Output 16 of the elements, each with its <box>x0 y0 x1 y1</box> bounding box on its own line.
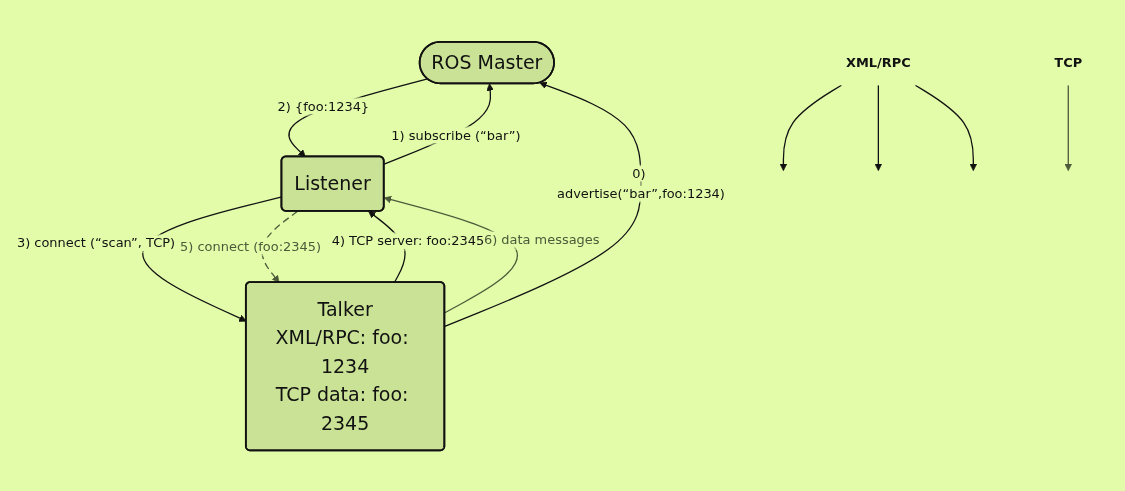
edge-label: 5) connect (foo:2345) <box>180 238 322 255</box>
arrow <box>1064 84 1073 172</box>
node-text: XML/RPC <box>845 54 911 71</box>
edge-label: 0) advertise(“bar”,foo:1234) <box>557 166 725 202</box>
node-text: TCP <box>1054 54 1083 71</box>
arrow <box>383 196 518 314</box>
edge-label: 4) TCP server: foo:2345 <box>331 233 485 250</box>
arrow <box>444 82 642 328</box>
arrow <box>779 84 843 172</box>
arrow <box>874 84 883 172</box>
edge-label: 6) data messages <box>483 232 600 248</box>
edge-label: 1) subscribe (“bar”) <box>391 127 521 144</box>
arrow <box>914 84 978 172</box>
edge-label: 3) connect (“scan”, TCP) <box>16 235 176 252</box>
arrow <box>261 210 299 284</box>
edge-label: 2) {foo:1234} <box>277 98 370 115</box>
